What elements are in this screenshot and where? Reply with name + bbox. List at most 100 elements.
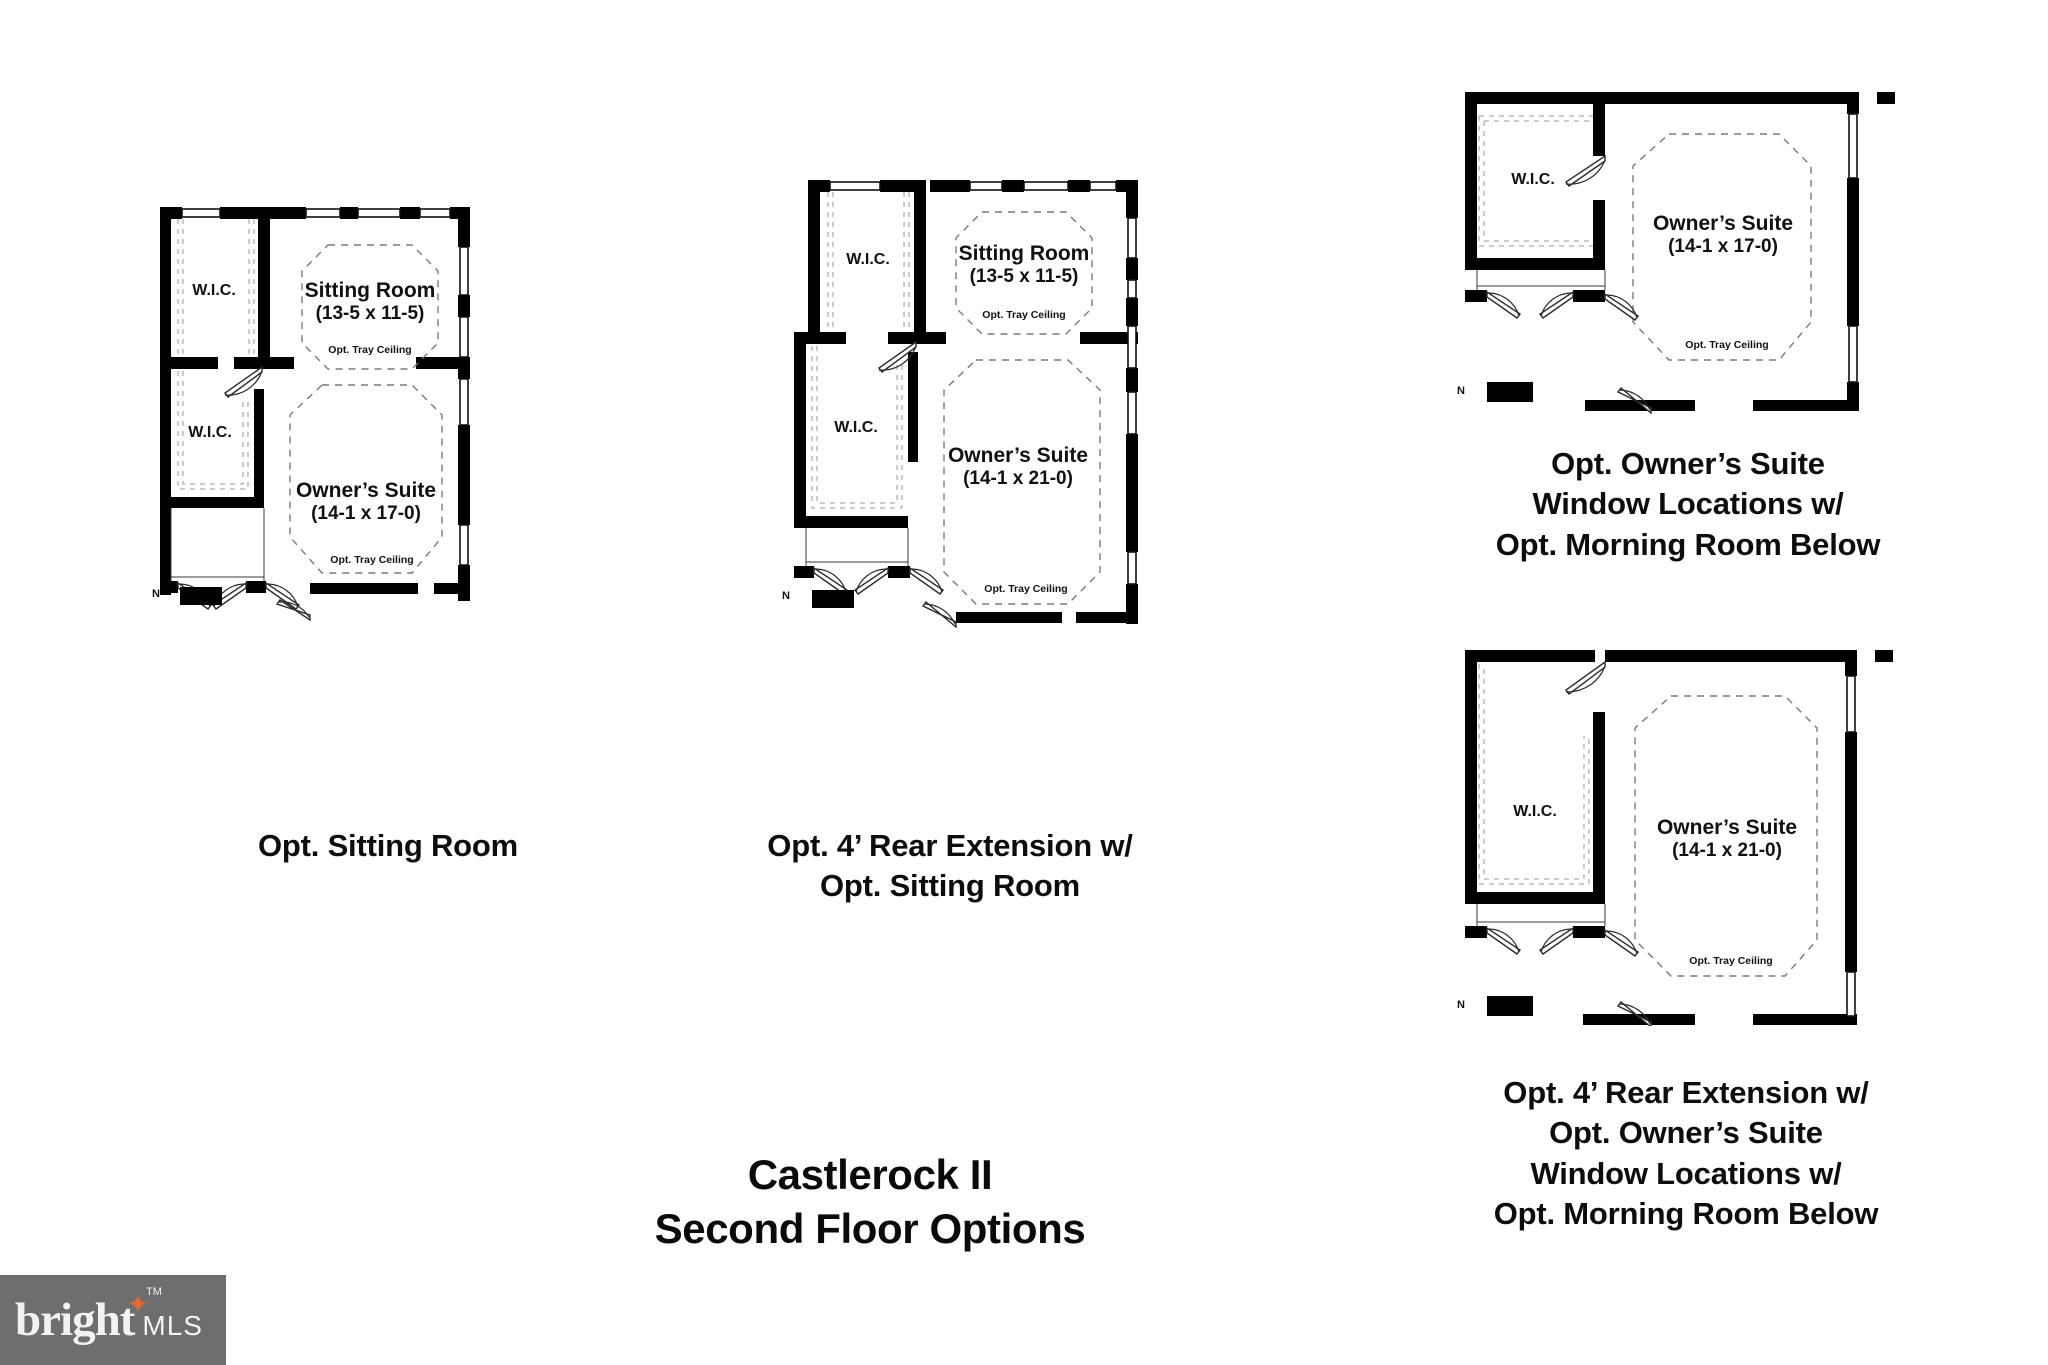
double-door-left [1486, 926, 1574, 955]
room-dim-sitting-room: (13-5 x 11-5) [316, 303, 425, 324]
window-right-3 [459, 378, 469, 426]
owners-suite-tray-outline [943, 359, 1101, 605]
door-wic-2 [878, 340, 917, 373]
room-label-sitting-room: Sitting Room [959, 242, 1090, 265]
room-dim-owners-suite: (14-1 x 17-0) [311, 503, 421, 524]
plan-1-caption: Opt. Sitting Room [257, 828, 519, 863]
window-right-4 [1127, 391, 1137, 435]
closet-band [170, 508, 265, 581]
bright-mls-watermark: bright ✦ TM MLS [0, 1275, 226, 1365]
owners-suite-tray-outline [1634, 695, 1818, 977]
wic-2-shelving [811, 346, 903, 509]
plan-opt-4ft-rear-ext-sitting: N W.I.C. W.I.C. Sitting Room (13-5 x 11-… [780, 172, 1150, 632]
compass-north: N [152, 587, 222, 605]
trademark-icon: TM [146, 1285, 162, 1298]
double-door-left [813, 566, 889, 595]
plan-4-caption: Opt. 4’ Rear Extension w/ Opt. Owner’s S… [1493, 1075, 1879, 1231]
room-dim-owners-suite: (14-1 x 21-0) [1672, 840, 1782, 861]
walls [160, 207, 470, 601]
walls [1465, 92, 1895, 411]
door-wic [1564, 154, 1606, 187]
window-right-1 [459, 246, 469, 296]
plan-3-caption: Opt. Owner’s Suite Window Locations w/ O… [1495, 446, 1881, 562]
room-note-sitting-room: Opt. Tray Ceiling [328, 344, 411, 356]
room-note-owners-suite: Opt. Tray Ceiling [330, 554, 413, 566]
window-top-4 [1089, 181, 1117, 191]
window-right-1 [1127, 217, 1137, 259]
wic-shelving [1478, 664, 1590, 885]
closet-band [1476, 904, 1606, 926]
door-owners-suite [909, 566, 957, 629]
room-note-owners-suite: Opt. Tray Ceiling [1685, 339, 1768, 351]
compass-north: N [1457, 382, 1533, 402]
window-top-1 [181, 208, 221, 218]
room-label-wic: W.I.C. [1513, 803, 1557, 820]
owners-suite-tray-outline [289, 384, 443, 574]
window-right-2 [1127, 279, 1137, 299]
door-owners-suite [1604, 928, 1652, 1026]
window-top-2 [305, 208, 341, 218]
compass-north: N [782, 590, 854, 608]
watermark-suffix: MLS [142, 1309, 203, 1341]
window-top-2 [969, 181, 1003, 191]
plan-1-drawing: N W.I.C. W.I.C. Sitting Room (13-5 x 11-… [152, 207, 470, 622]
star-icon: ✦ [127, 1288, 149, 1319]
closet-band [1476, 270, 1606, 290]
room-label-owners-suite: Owner’s Suite [948, 444, 1088, 467]
room-label-wic-2: W.I.C. [188, 424, 232, 441]
room-dim-owners-suite: (14-1 x 17-0) [1668, 236, 1778, 257]
door-owners-suite [1604, 292, 1652, 415]
plan-4-drawing: N W.I.C. Owner’s Suite (14-1 x 21-0) Opt… [1457, 650, 1893, 1026]
room-label-owners-suite: Owner’s Suite [1657, 816, 1797, 839]
door-owners-suite [265, 581, 311, 622]
sitting-room-tray-outline [301, 244, 439, 370]
door-wic-2 [224, 365, 263, 398]
watermark-brand: bright [15, 1293, 135, 1346]
wic-shelving [1478, 115, 1593, 247]
room-label-wic-1: W.I.C. [846, 251, 890, 268]
plan-3-drawing: N W.I.C. Owner’s Suite (14-1 x 17-0) Opt… [1457, 92, 1895, 415]
room-label-wic: W.I.C. [1511, 171, 1555, 188]
room-note-owners-suite: Opt. Tray Ceiling [1689, 955, 1772, 967]
room-dim-sitting-room: (13-5 x 11-5) [970, 266, 1079, 287]
window-right-2 [1846, 971, 1856, 1017]
plan-2-caption: Opt. 4’ Rear Extension w/ Opt. Sitting R… [767, 828, 1133, 904]
room-note-sitting-room: Opt. Tray Ceiling [982, 309, 1065, 321]
window-right-3 [1127, 325, 1137, 369]
svg-text:N: N [782, 590, 790, 602]
closet-band [805, 528, 909, 566]
window-right-1 [1846, 675, 1856, 733]
svg-text:N: N [152, 588, 160, 600]
window-right-4 [459, 524, 469, 566]
window-right-2 [459, 316, 469, 358]
window-top-3 [1023, 181, 1069, 191]
window-top-3 [357, 208, 401, 218]
sitting-room-tray-outline [955, 211, 1093, 335]
svg-text:N: N [1457, 999, 1465, 1011]
room-label-owners-suite: Owner’s Suite [1653, 212, 1793, 235]
wic-1-shelving [177, 219, 255, 357]
wic-2-shelving [177, 371, 249, 490]
page-title: Castlerock II Second Floor Options [654, 1151, 1086, 1252]
window-top-4 [419, 208, 451, 218]
window-right-1 [1848, 113, 1858, 179]
room-label-sitting-room: Sitting Room [305, 279, 436, 302]
room-note-owners-suite: Opt. Tray Ceiling [984, 583, 1067, 595]
owners-suite-tray-outline [1632, 133, 1812, 361]
window-top-1 [829, 181, 881, 191]
plan-2-drawing: N W.I.C. W.I.C. Sitting Room (13-5 x 11-… [782, 180, 1138, 629]
plan-opt-owners-suite-windows: N W.I.C. Owner’s Suite (14-1 x 17-0) Opt… [1455, 82, 1905, 422]
walls [794, 180, 1138, 624]
room-label-wic-2: W.I.C. [834, 419, 878, 436]
svg-text:N: N [1457, 385, 1465, 397]
room-label-owners-suite: Owner’s Suite [296, 479, 436, 502]
double-door-left [1486, 290, 1574, 319]
window-right-2 [1848, 325, 1858, 383]
walls [1465, 650, 1893, 1025]
wic-1-shelving [827, 192, 910, 332]
door-wic [1565, 660, 1606, 695]
plan-opt-sitting-room: N W.I.C. W.I.C. Sitting Room (13-5 x 11-… [150, 185, 490, 625]
compass-north: N [1457, 996, 1533, 1016]
window-right-5 [1127, 551, 1137, 585]
